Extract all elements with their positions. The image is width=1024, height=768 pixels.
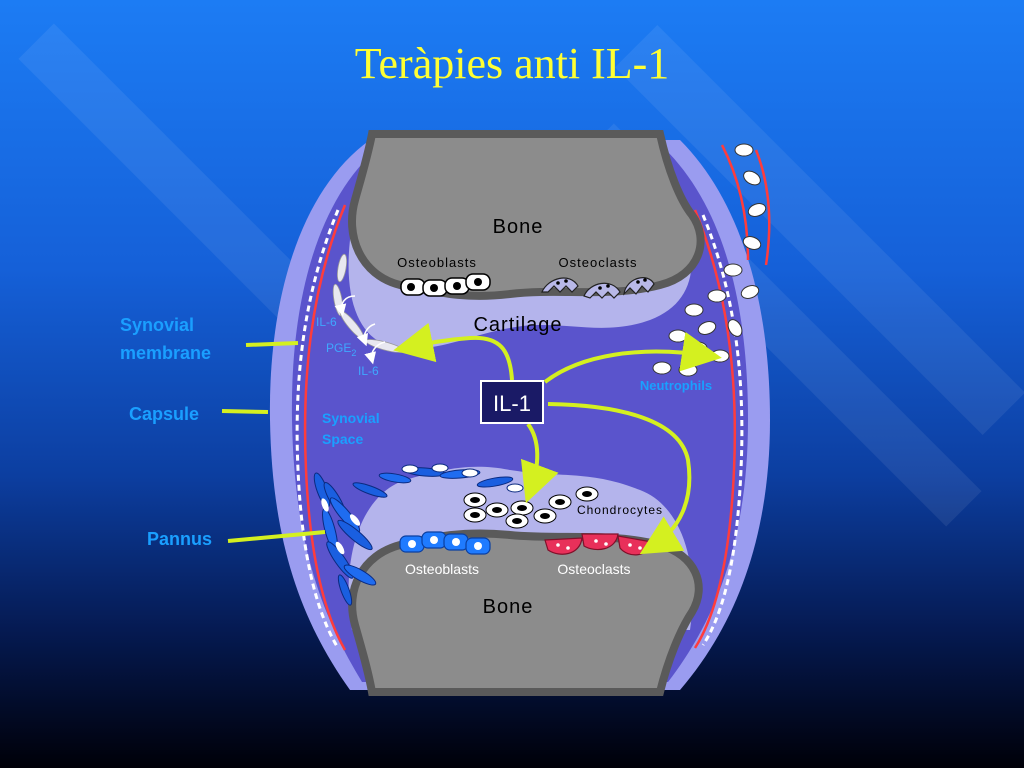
osteoblasts-bottom-label: Osteoblasts [405,561,479,577]
neutrophils-label: Neutrophils [640,378,712,393]
pannus-cells [313,463,524,606]
il6-label-b: IL-6 [358,364,379,378]
osteoblast-cells-bottom [399,531,491,555]
synovial-membrane-label-1: Synovial [120,315,194,335]
il1-box [480,380,544,424]
il6-label-a: IL-6 [316,315,337,329]
pge2-subscript: 2 [351,348,356,358]
osteoclasts-top-label: Osteoclasts [559,255,638,270]
pge2-label: PGE2 [326,341,356,358]
osteoblasts-top-label: Osteoblasts [397,255,477,270]
chondrocyte-cells [463,486,599,529]
cytokine-release-arrows [334,295,386,365]
osteoblast-cells-top [400,273,491,297]
synovial-membrane-label-2: membrane [120,343,211,363]
synovial-space-label-1: Synovial [322,410,380,426]
capsule-label: Capsule [129,404,199,424]
blood-vessel [754,149,771,266]
il1-label: IL-1 [493,391,531,416]
bone-top [348,130,705,300]
synovial-membrane-left [303,204,347,651]
synovial-lining-cells [332,253,405,353]
osteoclast-cells-top [541,277,655,299]
synovial-space-label-2: Space [322,431,363,447]
chondrocytes-label: Chondrocytes [577,503,663,517]
synovial-membrane-left-inner [295,209,340,649]
cartilage-label: Cartilage [473,314,562,336]
il1-effect-arrows [221,322,722,555]
osteoclasts-bottom-label: Osteoclasts [557,561,630,577]
pannus-label: Pannus [147,529,212,549]
synovial-membrane-right [693,209,737,649]
bone-bottom-label: Bone [483,596,534,618]
bone-top-label: Bone [493,216,544,238]
slide-title: Teràpies anti IL-1 [354,39,670,88]
synovial-membrane-right-inner [701,214,744,646]
pge2-main: PGE [326,341,351,355]
bone-bottom [348,529,703,696]
